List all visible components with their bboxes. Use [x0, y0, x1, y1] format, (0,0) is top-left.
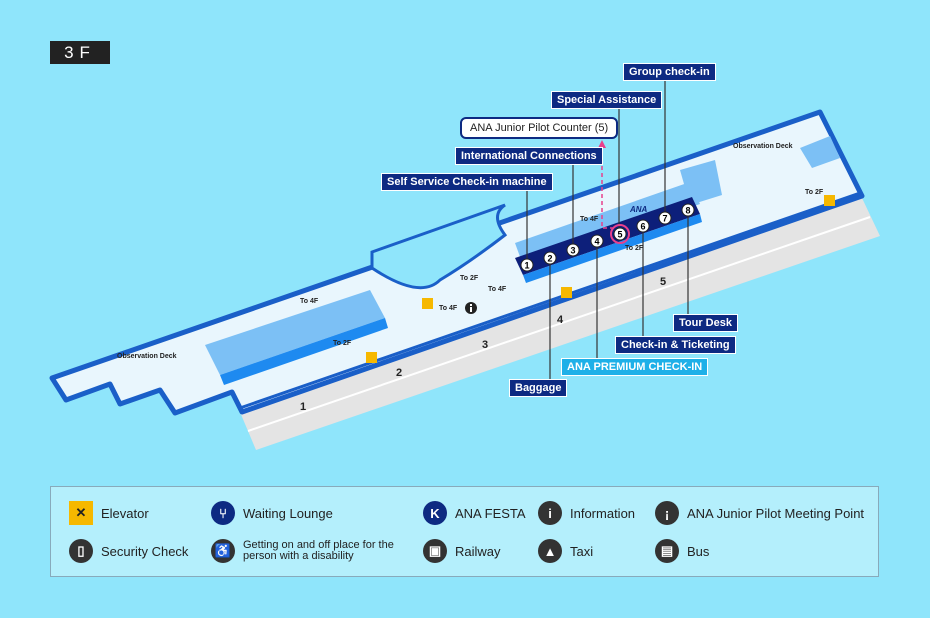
label-tour-desk[interactable]: Tour Desk	[673, 314, 738, 332]
elevator-icon: ✕	[69, 501, 93, 525]
taxi-icon: ▲	[538, 539, 562, 563]
legend-label: Railway	[455, 543, 501, 559]
legend-label: Waiting Lounge	[243, 505, 333, 521]
legend-label: Taxi	[570, 543, 594, 559]
label-special-assistance[interactable]: Special Assistance	[551, 91, 663, 109]
checkin-counter-row	[515, 197, 700, 275]
atrium-void	[370, 203, 508, 290]
counter-number: 3	[570, 246, 575, 256]
gate-number: 4	[557, 314, 564, 326]
escalator-to-2f: To 2F	[805, 189, 824, 196]
information-icon	[465, 302, 477, 314]
observation-deck-label: Observation Deck	[733, 143, 793, 150]
gate-number: 3	[482, 339, 488, 351]
counter-marker[interactable]	[590, 234, 604, 248]
ana-logo: ANA	[629, 205, 648, 214]
legend-label: ANA FESTA	[455, 505, 526, 521]
gate-number: 2	[396, 367, 402, 379]
legend-item: ⑂ Waiting Lounge	[211, 501, 333, 525]
elevator-icons	[366, 195, 835, 363]
gate-number: 5	[660, 276, 666, 288]
label-baggage[interactable]: Baggage	[509, 379, 568, 397]
legend-item: K ANA FESTA	[423, 501, 526, 525]
label-premium-checkin[interactable]: ANA PREMIUM CHECK-IN	[561, 358, 709, 376]
legend-label: Bus	[687, 543, 710, 559]
counter-marker[interactable]	[520, 258, 534, 272]
legend-item: ✕ Elevator	[69, 501, 149, 525]
ana-festa-icon: K	[423, 501, 447, 525]
escalator-to-4f: To 4F	[439, 305, 458, 312]
legend-label: Elevator	[101, 505, 149, 521]
counter-marker[interactable]	[681, 203, 695, 217]
legend: ✕ Elevator ⑂ Waiting Lounge K ANA FESTA i Infor…	[50, 486, 879, 577]
legend-label: Getting on and off place for the person …	[243, 539, 394, 562]
junior-pilot-icon: ¡	[655, 501, 679, 525]
counter-marker[interactable]	[613, 227, 627, 241]
counter-marker[interactable]	[636, 219, 650, 233]
escalator-to-4f: To 4F	[580, 216, 599, 223]
waiting-lounge-icon: ⑂	[211, 501, 235, 525]
counter-number: 7	[662, 214, 667, 224]
legend-item: ▲ Taxi	[538, 539, 593, 563]
label-international-connections[interactable]: International Connections	[455, 147, 603, 165]
counter-number: 6	[640, 222, 645, 232]
escalator-to-2f: To 2F	[333, 340, 352, 347]
label-junior-pilot-counter[interactable]: ANA Junior Pilot Counter (5)	[460, 117, 619, 139]
legend-item: i Information	[538, 501, 635, 525]
legend-item: ▣ Railway	[423, 539, 501, 563]
counter-marker[interactable]	[543, 251, 557, 265]
legend-item: ♿ Getting on and off place for the person…	[211, 539, 415, 563]
bus-icon: ▤	[655, 539, 679, 563]
observation-deck-label: Observation Deck	[117, 353, 177, 360]
railway-icon: ▣	[423, 539, 447, 563]
counter-marker[interactable]	[658, 211, 672, 225]
counter-number: 4	[594, 237, 599, 247]
legend-label: Information	[570, 505, 636, 521]
information-icon: i	[538, 501, 562, 525]
label-checkin-ticketing[interactable]: Check-in & Ticketing	[615, 336, 736, 354]
legend-item: ▤ Bus	[655, 539, 709, 563]
legend-item: ▯ Security Check	[69, 539, 188, 563]
escalator-to-4f: To 4F	[300, 298, 319, 305]
junior-pilot-dashed-arrow	[601, 145, 614, 229]
escalator-to-2f: To 2F	[460, 275, 479, 282]
counter-number: 1	[524, 261, 529, 271]
legend-item: ¡ ANA Junior Pilot Meeting Point	[655, 501, 864, 525]
counter-number: 8	[685, 206, 690, 216]
gate-number: 1	[300, 401, 306, 413]
label-group-checkin[interactable]: Group check-in	[623, 63, 716, 81]
counter-marker[interactable]	[566, 243, 580, 257]
counter-number: 2	[547, 254, 552, 264]
escalator-to-2f: To 2F	[625, 245, 644, 252]
legend-label: ANA Junior Pilot Meeting Point	[687, 505, 865, 521]
escalator-to-4f: To 4F	[488, 286, 507, 293]
label-self-service[interactable]: Self Service Check-in machine	[381, 173, 553, 191]
counter-number: 5	[617, 230, 622, 240]
security-check-icon: ▯	[69, 539, 93, 563]
junior-pilot-counter-ring	[610, 224, 630, 244]
accessibility-icon: ♿	[211, 539, 235, 563]
floor-indicator: 3F	[50, 41, 110, 64]
legend-label: Security Check	[101, 543, 189, 559]
